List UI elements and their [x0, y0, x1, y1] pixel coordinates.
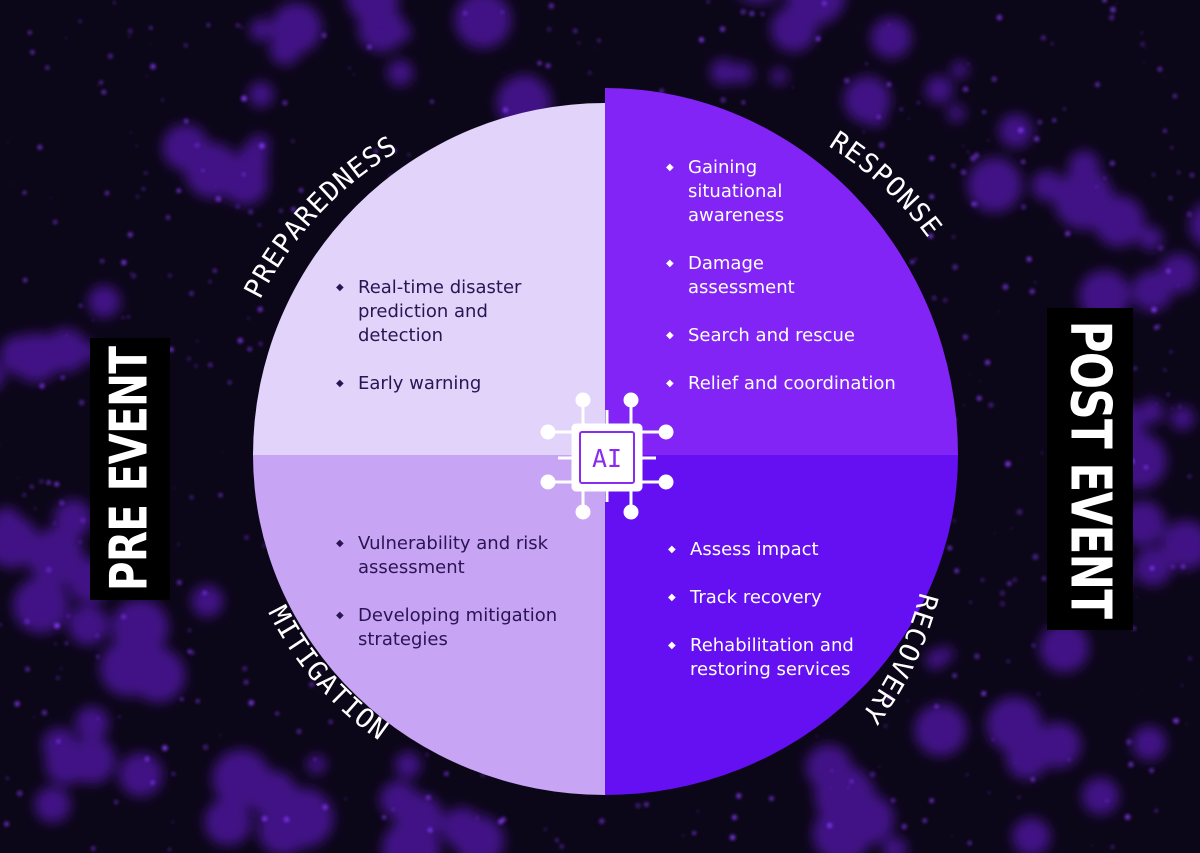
recovery-list: Assess impact Track recovery Rehabilitat… — [666, 538, 906, 706]
post-event-label: POST EVENT — [1047, 308, 1133, 630]
preparedness-list: Real-time disaster prediction and detect… — [334, 276, 574, 420]
list-item: Relief and coordination — [664, 372, 944, 396]
list-item: Rehabilitation and restoring services — [666, 634, 860, 682]
mitigation-list: Vulnerability and risk assessment Develo… — [334, 532, 594, 676]
list-item: Assess impact — [666, 538, 906, 562]
list-item: Vulnerability and risk assessment — [334, 532, 558, 580]
list-item: Search and rescue — [664, 324, 944, 348]
response-list: Gaining situational awareness Damage ass… — [664, 156, 944, 420]
pre-event-label: PRE EVENT — [90, 338, 170, 600]
post-event-text: POST EVENT — [1057, 320, 1123, 618]
ai-chip-icon — [540, 392, 674, 520]
pre-event-text: PRE EVENT — [100, 346, 160, 592]
list-item: Developing mitigation strategies — [334, 604, 594, 652]
list-item: Real-time disaster prediction and detect… — [334, 276, 574, 348]
ai-chip-label: AI — [592, 444, 622, 473]
list-item: Damage assessment — [664, 252, 838, 300]
list-item: Gaining situational awareness — [664, 156, 838, 228]
list-item: Early warning — [334, 372, 574, 396]
list-item: Track recovery — [666, 586, 906, 610]
